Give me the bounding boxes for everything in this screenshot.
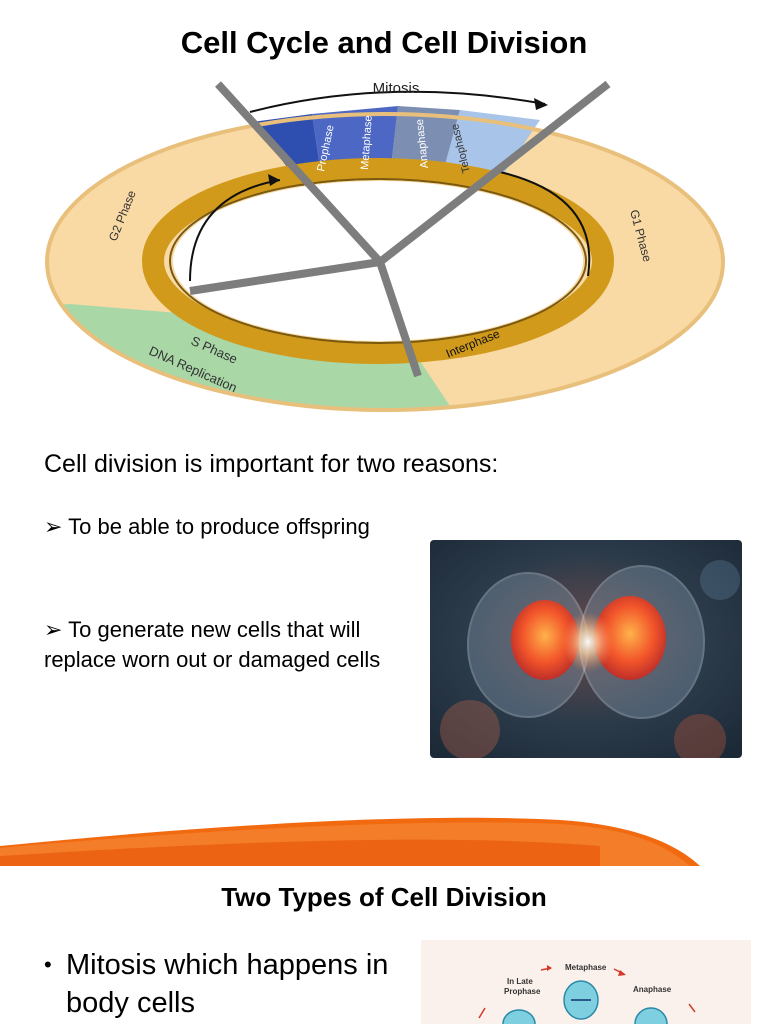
- mitosis-arrow: [249, 90, 546, 113]
- thumb-label-anaphase: Anaphase: [633, 985, 672, 994]
- slide-title: Cell Cycle and Cell Division: [180, 25, 588, 60]
- thumb-label-late: In Late: [507, 977, 533, 986]
- bullet-marker: •: [44, 952, 52, 977]
- interphase-ring: [142, 158, 614, 364]
- orange-wave-divider: [0, 817, 700, 866]
- cycle-spokes: [189, 80, 611, 378]
- thumb-label-metaphase: Metaphase: [565, 963, 607, 972]
- dividing-cell-image: [430, 540, 742, 758]
- mitosis-bullet: • Mitosis which happens in body cells: [44, 946, 404, 1022]
- slide-cell-cycle: Cell Cycle and Cell Division: [0, 25, 742, 866]
- anaphase-label: Anaphase: [414, 118, 431, 169]
- reason-bullet-2: ➢ To generate new cells that will replac…: [44, 617, 381, 672]
- cell-cycle-diagram: Mitosis Prophase Metaphase Anaphase Telo…: [45, 80, 725, 412]
- thumb-label-prophase: Prophase: [504, 987, 541, 996]
- metaphase-label: Metaphase: [359, 115, 375, 170]
- reason-bullet-1: ➢ To be able to produce offspring: [44, 514, 370, 539]
- mitosis-stages-image: In Late Prophase Metaphase Anaphase: [421, 940, 751, 1024]
- anaphase-segment: [390, 106, 460, 176]
- mitosis-bullet-text: Mitosis which happens in body cells: [66, 949, 389, 1019]
- slide-cell-division-types: Two Types of Cell Division • Mitosis whi…: [0, 866, 768, 1024]
- intro-text: Cell division is important for two reaso…: [44, 450, 499, 478]
- slide2-title: Two Types of Cell Division: [221, 882, 547, 912]
- mitosis-label: Mitosis: [373, 80, 420, 97]
- telophase-segment: [442, 110, 540, 182]
